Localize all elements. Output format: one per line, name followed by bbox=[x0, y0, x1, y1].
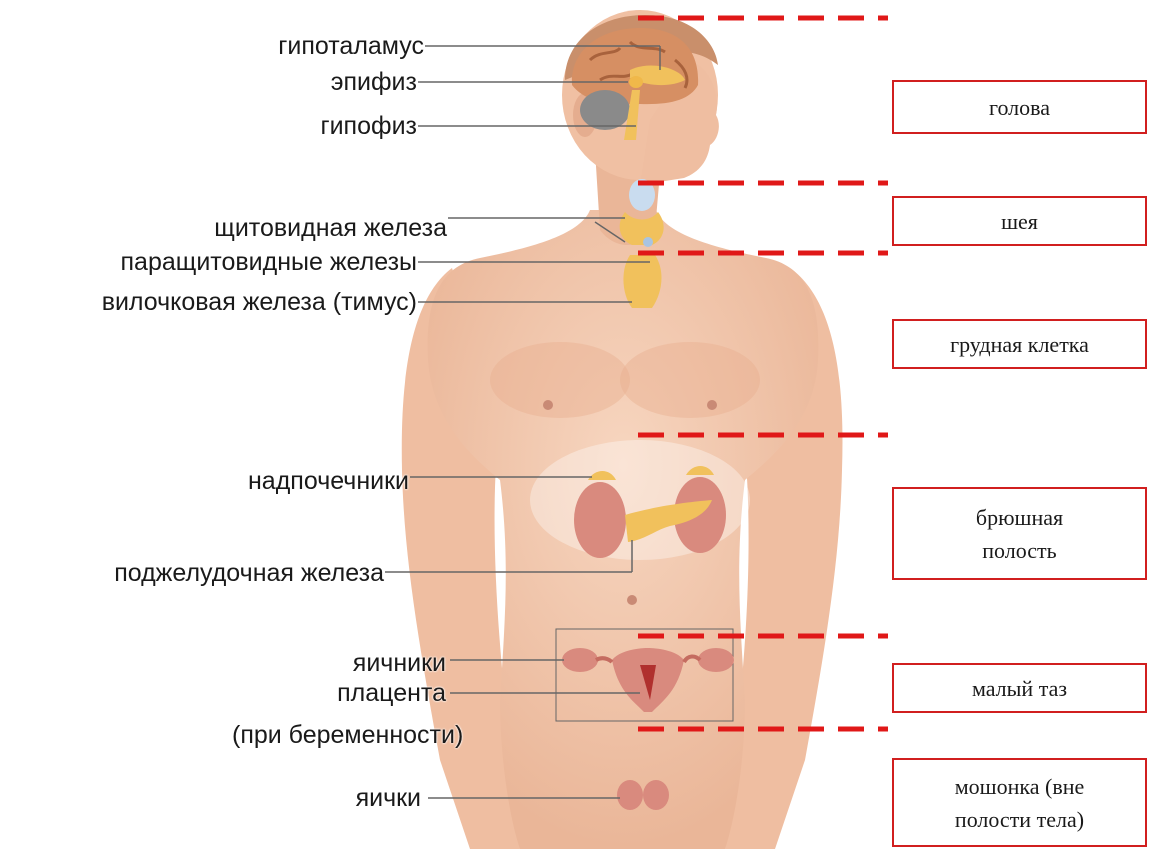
region-box-abdomen: брюшная полость bbox=[892, 487, 1147, 580]
parathyroid-gland bbox=[643, 237, 653, 247]
label-placenta: плацента bbox=[337, 678, 446, 708]
testis-right bbox=[643, 780, 669, 810]
region-box-pelvis: малый таз bbox=[892, 663, 1147, 713]
kidney-left bbox=[574, 482, 626, 558]
region-box-scrotum: мошонка (вне полости тела) bbox=[892, 758, 1147, 847]
region-box-chest: грудная клетка bbox=[892, 319, 1147, 369]
cerebellum bbox=[580, 90, 630, 130]
label-hypothalamus: гипоталамус bbox=[278, 31, 424, 61]
thymus bbox=[623, 255, 661, 308]
pineal-gland bbox=[629, 76, 643, 88]
human-body bbox=[402, 10, 843, 849]
label-testes: яички bbox=[356, 783, 421, 813]
pectoral-right bbox=[620, 342, 760, 418]
region-box-head: голова bbox=[892, 80, 1147, 134]
region-box-neck: шея bbox=[892, 196, 1147, 246]
label-parathyroid: паращитовидные железы bbox=[121, 247, 417, 277]
ovary-right bbox=[698, 648, 734, 672]
label-pituitary: гипофиз bbox=[320, 111, 417, 141]
label-pregnancy-note: (при беременности) bbox=[232, 720, 463, 750]
nipple-right bbox=[707, 400, 717, 410]
label-thymus: вилочковая железа (тимус) bbox=[102, 287, 417, 317]
testis-left bbox=[617, 780, 643, 810]
label-adrenal: надпочечники bbox=[248, 466, 409, 496]
label-thyroid: щитовидная железа bbox=[214, 213, 447, 243]
label-pancreas: поджелудочная железа bbox=[114, 558, 384, 588]
pectoral-left bbox=[490, 342, 630, 418]
label-ovaries: яичники bbox=[353, 648, 446, 678]
ovary-left bbox=[562, 648, 598, 672]
label-pineal: эпифиз bbox=[331, 67, 417, 97]
navel bbox=[627, 595, 637, 605]
nipple-left bbox=[543, 400, 553, 410]
